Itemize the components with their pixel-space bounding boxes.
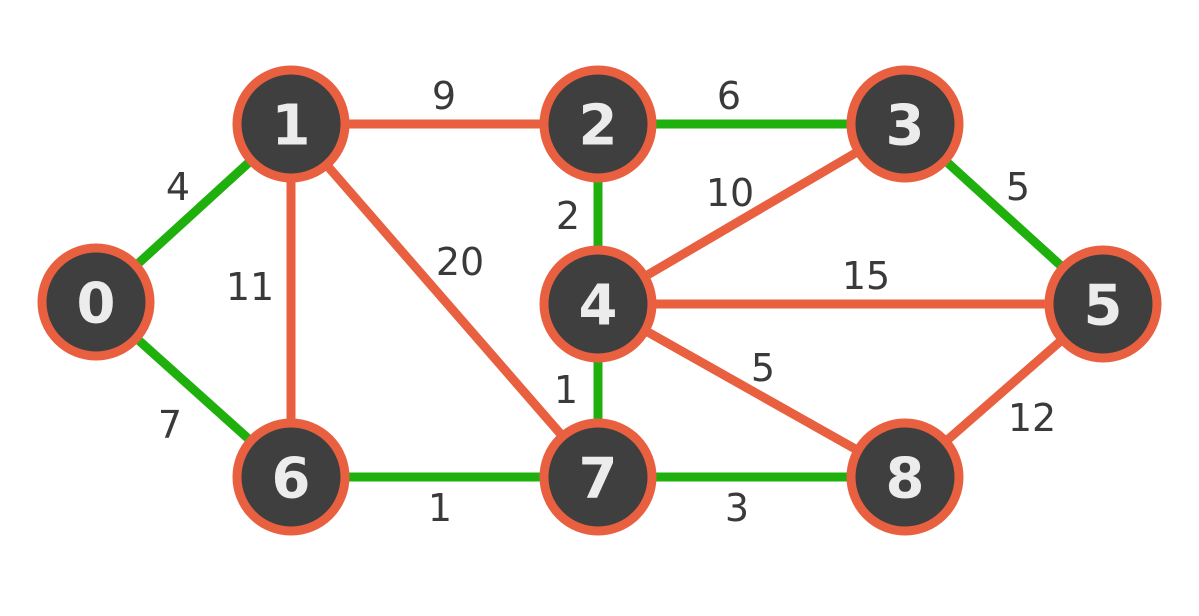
edge-weight-0-1: 4 (166, 165, 190, 209)
node-6: 6 (232, 418, 350, 536)
node-7: 7 (539, 418, 657, 536)
node-8: 8 (846, 418, 964, 536)
edge-weight-3-4: 10 (706, 171, 754, 215)
edge-weight-6-7: 1 (428, 486, 452, 530)
node-circle-6 (232, 418, 350, 536)
node-label-3: 3 (886, 94, 925, 159)
edge-weight-0-6: 7 (158, 403, 182, 447)
edge-weight-2-3: 6 (717, 74, 741, 118)
edge-weight-3-5: 5 (1006, 165, 1030, 209)
node-4: 4 (539, 245, 657, 363)
node-label-4: 4 (579, 274, 618, 339)
edge-weight-4-7: 1 (554, 368, 578, 412)
node-circle-3 (846, 65, 964, 183)
node-1: 1 (232, 65, 350, 183)
edge-weight-1-6: 11 (226, 265, 274, 309)
node-circle-4 (539, 245, 657, 363)
node-label-2: 2 (579, 94, 618, 159)
edge-4-8 (593, 299, 910, 482)
edge-weight-2-4: 2 (556, 194, 580, 238)
node-circle-2 (539, 65, 657, 183)
node-5: 5 (1044, 245, 1162, 363)
node-circle-7 (539, 418, 657, 536)
node-label-6: 6 (272, 447, 311, 512)
node-label-1: 1 (272, 94, 311, 159)
edge-weight-1-2: 9 (432, 74, 456, 118)
edge-weight-4-8: 5 (751, 346, 775, 390)
edge-1-7 (286, 119, 603, 482)
node-circle-8 (846, 418, 964, 536)
edge-weight-5-8: 12 (1008, 396, 1056, 440)
node-circle-0 (37, 243, 155, 361)
edge-weight-4-5: 15 (842, 254, 890, 298)
edge-weight-1-7: 20 (436, 240, 484, 284)
node-label-8: 8 (886, 447, 925, 512)
edge-3-4 (593, 119, 910, 309)
node-0: 0 (37, 243, 155, 361)
node-label-0: 0 (77, 272, 116, 337)
node-label-5: 5 (1084, 274, 1123, 339)
edge-weight-7-8: 3 (725, 486, 749, 530)
node-2: 2 (539, 65, 657, 183)
node-circle-1 (232, 65, 350, 183)
node-3: 3 (846, 65, 964, 183)
node-label-7: 7 (579, 447, 618, 512)
node-circle-5 (1044, 245, 1162, 363)
